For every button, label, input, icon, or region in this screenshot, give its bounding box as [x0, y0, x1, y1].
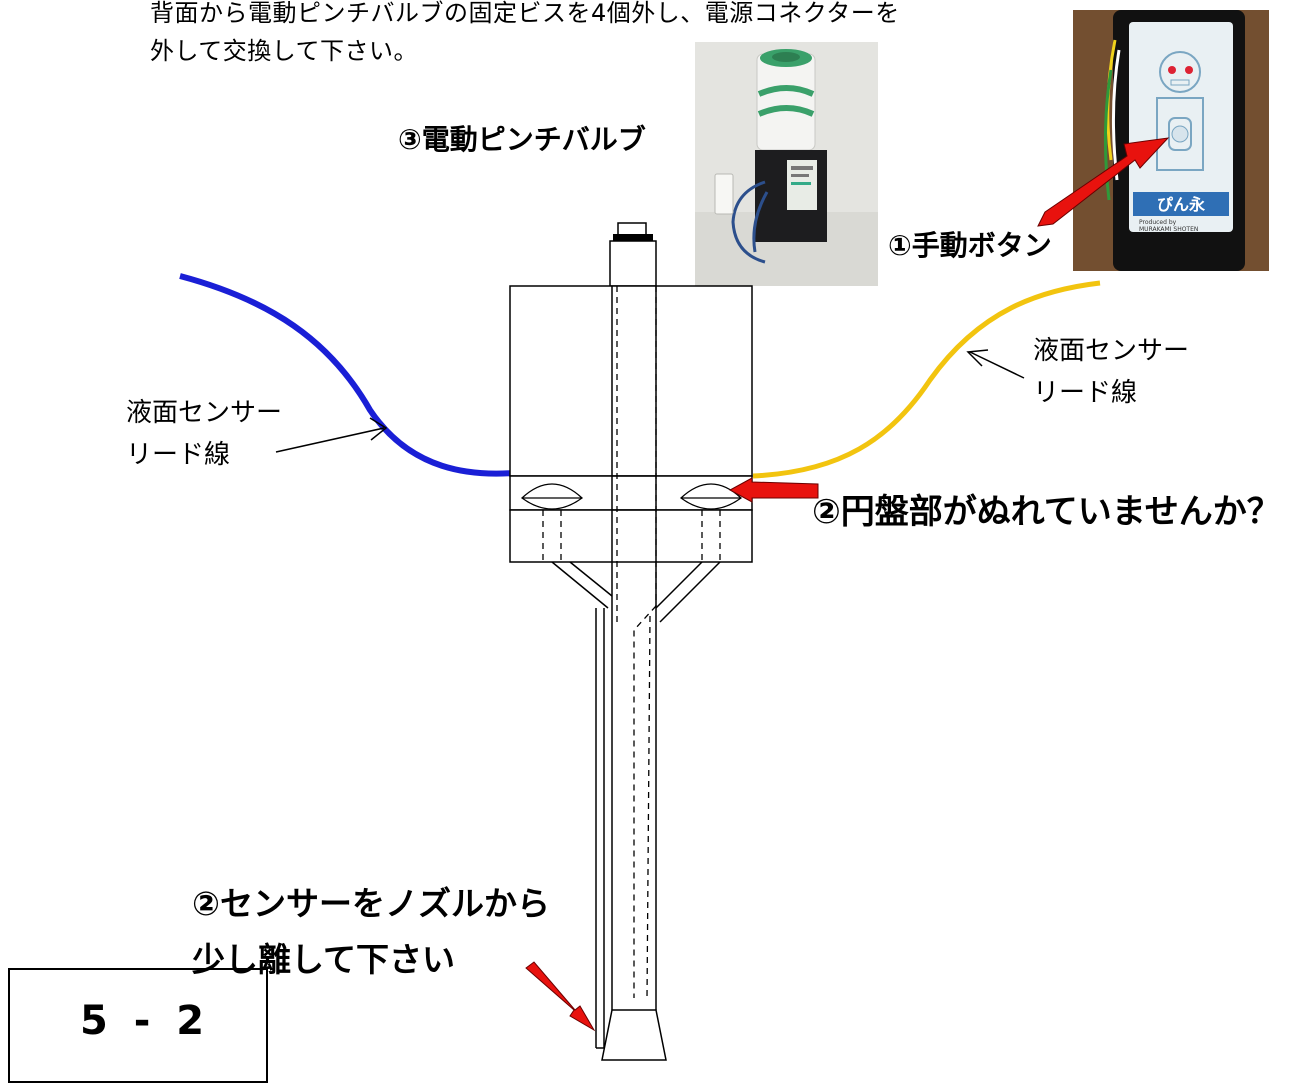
instruction-text: 背面から電動ピンチバルブの固定ビスを4個外し、電源コネクターを 外して交換して下… [150, 0, 900, 65]
nozzle-arrow [525, 961, 596, 1032]
disk-arrow [728, 477, 819, 503]
sensor-wire-right [752, 280, 1101, 479]
page-number: 5 - 2 [80, 998, 211, 1044]
left-label-pointer [275, 427, 385, 453]
sensor-nozzle-label: ②センサーをノズルから 少し離して下さい [192, 884, 550, 979]
sensor-lead-label-right: 液面センサー リード線 [1033, 336, 1190, 408]
maker-line-1: Produced by [1139, 219, 1177, 226]
sensor-box [509, 285, 753, 477]
brand-logo: ぴん永 [1157, 195, 1205, 214]
top-connector [617, 222, 647, 236]
maker-line-2: MURAKAMI SHOTEN [1139, 226, 1198, 233]
manual-button-label: ①手動ボタン [888, 229, 1052, 262]
disk-wet-label: ②円盤部がぬれていませんか？ [812, 492, 1281, 532]
disk-flange [509, 509, 753, 563]
pinch-valve-label: ③電動ピンチバルブ [398, 123, 646, 156]
manual-button-arrow [1037, 137, 1170, 227]
pinch-valve-photo [695, 42, 878, 286]
nozzle-tip [601, 1009, 667, 1061]
controller-photo: ぴん永 Produced by MURAKAMI SHOTEN [1073, 10, 1269, 271]
sensor-wire-left [179, 273, 526, 477]
sensor-lead-label-left: 液面センサー リード線 [126, 398, 283, 470]
right-label-pointer [969, 351, 1025, 379]
